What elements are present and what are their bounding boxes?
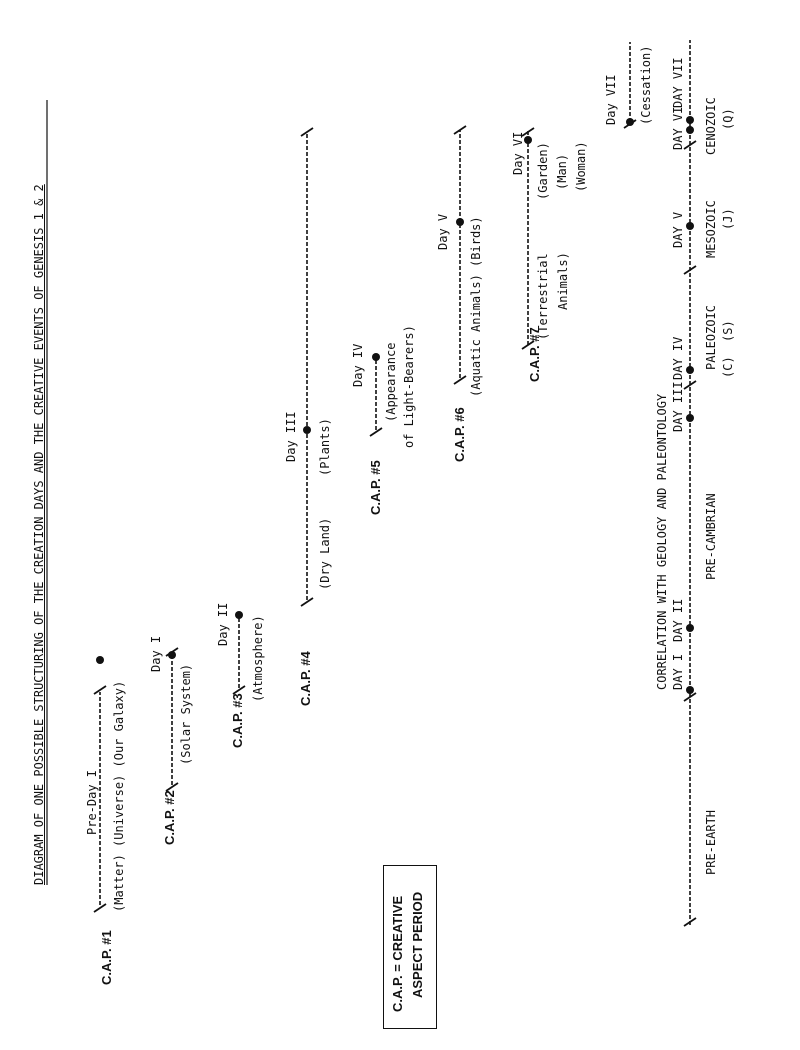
cap3-event: (Atmosphere) [251, 615, 265, 702]
cap7-event-woman: (Woman) [574, 141, 588, 192]
era-pre-earth: PRE-EARTH [704, 809, 718, 875]
cap7-event-garden: (Garden) [536, 142, 550, 200]
cap3-label: C.A.P. #3 [230, 693, 245, 748]
cap3-start-slash [232, 685, 246, 695]
legend-box [383, 865, 437, 1029]
corr-mesozoic-slash [683, 265, 697, 275]
cap7-event-man: (Man) [555, 153, 569, 190]
cap4-label: C.A.P. #4 [298, 651, 313, 706]
era-code-j: (J) [721, 208, 735, 230]
diagram-title: DIAGRAM OF ONE POSSIBLE STRUCTURING OF T… [32, 184, 46, 885]
era-code-q: (Q) [721, 108, 735, 130]
corr-day-2: DAY II [671, 598, 685, 642]
cap5-label: C.A.P. #5 [368, 460, 383, 515]
cap6-start-slash [453, 375, 467, 385]
day7-event: (Cessation) [639, 45, 653, 125]
cap4-start-slash [300, 597, 314, 607]
cap5-start-slash [369, 427, 383, 437]
corr-day2-dot [686, 624, 694, 632]
cap4-event-dry-land: (Dry Land) [318, 517, 332, 590]
cap1-day: Pre-Day I [85, 769, 99, 835]
corr-day7-dot [686, 116, 694, 124]
corr-day-5: DAY V [671, 211, 685, 248]
era-cenozoic: CENOZOIC [704, 97, 718, 155]
cap6-day-dot [456, 218, 464, 226]
corr-cenozoic-slash [683, 140, 697, 150]
cap2-label: C.A.P. #2 [162, 790, 177, 845]
cap1-end-slash [93, 685, 107, 695]
era-pre-cambrian: PRE-CAMBRIAN [704, 493, 718, 580]
cap6-end-slash [453, 125, 467, 135]
era-code-s: (S) [721, 320, 735, 342]
cap2-day: Day I [149, 635, 163, 672]
legend-line-2: ASPECT PERIOD [410, 891, 425, 998]
cap6-event: (Aquatic Animals) (Birds) [469, 216, 483, 397]
cap3-day: Day II [216, 602, 230, 646]
cap7-day-dot [524, 136, 532, 144]
corr-day1-dot [686, 686, 694, 694]
day7-label: Day VII [604, 74, 618, 125]
cap1-end-dot [96, 656, 104, 664]
cap4-end-slash [300, 127, 314, 137]
corr-day-4: DAY IV [671, 336, 685, 380]
cap5-event-1: (Appearance [384, 342, 398, 422]
cap7-end-slash [521, 127, 535, 137]
correlation-heading: CORRELATION WITH GEOLOGY AND PALEONTOLOG… [655, 393, 669, 690]
corr-paleozoic-slash [683, 380, 697, 390]
cap6-day: Day V [436, 213, 450, 250]
era-mesozoic: MESOZOIC [704, 200, 718, 258]
cap1-label: C.A.P. #1 [99, 930, 114, 985]
cap2-event: (Solar System) [179, 663, 193, 765]
corr-day-7: DAY VII [671, 57, 685, 108]
cap4-event-plants: (Plants) [318, 418, 332, 476]
corr-precambrian-slash [683, 692, 697, 702]
cap3-day-dot [235, 611, 243, 619]
era-paleozoic: PALEOZOIC [704, 304, 718, 370]
cap4-day: Day III [284, 411, 298, 462]
day7-dot [626, 118, 634, 126]
cap7-event-terrestrial: (Terrestrial [536, 253, 550, 340]
cap5-event-2: of Light-Bearers) [402, 325, 416, 448]
corr-day-3: DAY III [671, 381, 685, 432]
cap2-day-dot [168, 651, 176, 659]
cap5-day: Day IV [351, 343, 365, 387]
cap7-start-slash [521, 340, 535, 350]
cap1-start-slash [93, 903, 107, 913]
cap6-label: C.A.P. #6 [452, 407, 467, 462]
corr-day6-dot [686, 126, 694, 134]
cap5-day-dot [372, 353, 380, 361]
corr-start-slash [683, 917, 697, 927]
corr-day-6: DAY VI [671, 106, 685, 150]
cap7-event-animals: Animals) [556, 252, 570, 310]
corr-day-1: DAY I [671, 653, 685, 690]
cap7-day: Day VI [511, 131, 525, 175]
era-code-c: (C) [721, 356, 735, 378]
cap4-day-dot [303, 426, 311, 434]
corr-day4-dot [686, 366, 694, 374]
cap1-events: (Matter) (Universe) (Our Galaxy) [112, 680, 126, 912]
corr-day5-dot [686, 222, 694, 230]
corr-day3-dot [686, 414, 694, 422]
legend-line-1: C.A.P. = CREATIVE [390, 895, 405, 1012]
cap2-start-slash [165, 782, 179, 792]
